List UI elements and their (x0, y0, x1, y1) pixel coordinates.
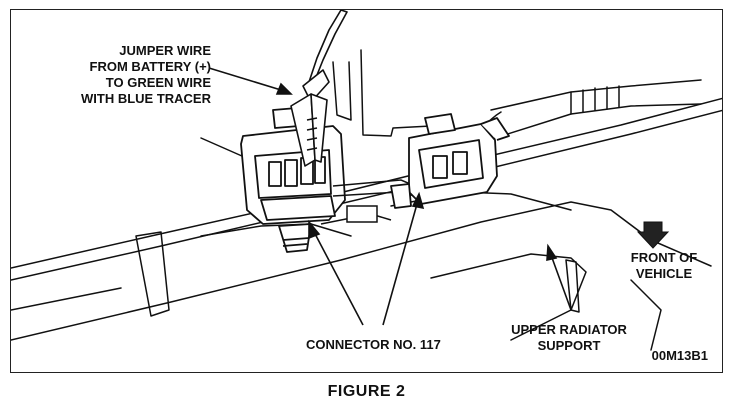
front-of-vehicle-label: FRONT OF VEHICLE (619, 250, 709, 282)
connector-mating-half (390, 113, 510, 209)
jumper-wire-label: JUMPER WIRE FROM BATTERY (+) TO GREEN WI… (39, 43, 211, 107)
jumper-wire-label-line-2: FROM BATTERY (+) (89, 59, 211, 74)
jumper-wire-clip (290, 10, 348, 167)
front-of-vehicle-label-line-2: VEHICLE (635, 266, 693, 281)
jumper-wire-label-line-3: TO GREEN WIRE (105, 75, 211, 90)
figure-caption: FIGURE 2 (327, 383, 406, 400)
upper-radiator-support-label-line-2: SUPPORT (537, 338, 601, 353)
front-of-vehicle-label-line-1: FRONT OF (630, 250, 698, 265)
radiator-support-outline (11, 97, 722, 269)
front-of-vehicle-arrow-icon (636, 221, 670, 249)
wire-terminal (346, 205, 378, 223)
jumper-wire-label-line-4: WITH BLUE TRACER (81, 91, 211, 106)
connector-no-117-housing (240, 107, 346, 253)
connector-illustration (11, 10, 722, 351)
figure-frame: JUMPER WIRE FROM BATTERY (+) TO GREEN WI… (10, 9, 723, 373)
upper-radiator-support-label: UPPER RADIATOR SUPPORT (499, 322, 639, 354)
upper-radiator-support-label-line-1: UPPER RADIATOR (511, 322, 627, 337)
jumper-wire-label-line-1: JUMPER WIRE (119, 43, 211, 58)
connector-label: CONNECTOR NO. 117 (306, 337, 441, 352)
figure-code: 00M13B1 (651, 348, 708, 363)
